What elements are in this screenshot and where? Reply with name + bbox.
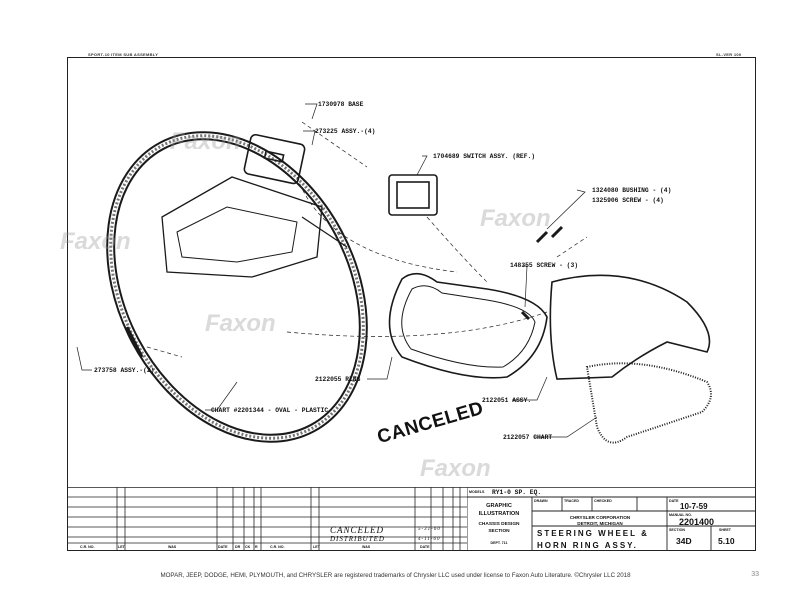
date-label: DATE	[669, 499, 679, 503]
drawn-label: DRAWN	[534, 499, 548, 503]
horn-chart-cover	[585, 362, 712, 444]
revision-grid	[67, 487, 467, 551]
base-plate	[243, 133, 306, 185]
callout-base: 1730978 BASE	[318, 101, 364, 108]
callout-chart-wheel: CHART #2201344 - OVAL - PLASTIC	[211, 407, 329, 414]
revision-was: CANCELED	[330, 525, 385, 535]
chassis-design-section: CHASSIS DESIGN SECTION	[478, 522, 520, 534]
revision-date: 5-31-60	[418, 527, 441, 532]
section-label: SECTION	[669, 528, 685, 532]
callout-273758: 273758 ASSY.-(2)	[94, 367, 155, 374]
models-label: MODELS	[469, 490, 485, 494]
callout-bushing: 1324080 BUSHING - (4)	[592, 187, 672, 194]
watermark: Faxon	[205, 310, 276, 337]
watermark: Faxon	[480, 205, 551, 232]
page-number: 33	[751, 571, 759, 578]
title-block-grid	[467, 487, 756, 551]
col-let: LET	[118, 545, 125, 549]
wheel-hub	[161, 176, 323, 278]
col-was: WAS	[168, 545, 177, 549]
header-left: SPORT-10 ITEM SUB ASSEMBLY	[88, 52, 159, 57]
col-cr-no: C.R. NO.	[80, 545, 95, 549]
col-r: R	[255, 545, 258, 549]
section-value: 34D	[676, 536, 692, 546]
callout-ring: 2122055 RING	[315, 376, 361, 383]
col-cr-no-2: C.R. NO.	[270, 545, 285, 549]
exploded-view-illustration	[76, 103, 712, 444]
col-ck: CK	[245, 545, 251, 549]
sheet-value: 5.10	[718, 536, 735, 546]
manual-label: MANUAL NO.	[669, 513, 692, 517]
sheet-label: SHEET	[719, 528, 731, 532]
graphic-illustration: GRAPHIC ILLUSTRATION	[478, 503, 520, 517]
models-value: RY1-0 SP. EQ.	[492, 489, 542, 496]
callout-2122051: 2122051 ASSY.	[482, 397, 532, 404]
revision-date: 4-11-60	[418, 537, 441, 542]
revision-was: DISTRIBUTED	[330, 535, 385, 543]
title-line-2: HORN RING ASSY.	[537, 541, 638, 550]
drawing-date: 10-7-59	[680, 502, 708, 511]
callout-switch: 1704689 SWITCH ASSY. (REF.)	[433, 153, 536, 160]
watermark: Faxon	[170, 128, 241, 155]
trademark-footer: MOPAR, JEEP, DODGE, HEMI, PLYMOUTH, and …	[160, 572, 631, 579]
callout-screw-148355: 148355 SCREW - (3)	[510, 262, 579, 269]
dept: DEPT. 711	[490, 541, 508, 545]
watermark: Faxon	[420, 455, 491, 482]
manual-number: 2201400	[679, 517, 715, 527]
callout-273225: 273225 ASSY.-(4)	[315, 128, 376, 135]
traced-label: TRACED	[564, 499, 579, 503]
horn-ring-assembly	[549, 274, 711, 380]
title-line-1: STEERING WHEEL &	[537, 529, 649, 538]
checked-label: CHECKED	[594, 499, 612, 503]
callout-chart-2122057: 2122057 CHART	[503, 434, 553, 441]
col-was-2: WAS	[362, 545, 371, 549]
header-right: SL-VER 100	[716, 52, 742, 57]
switch-assembly	[388, 174, 438, 216]
drawing-frame	[67, 57, 756, 551]
company: CHRYSLER CORPORATION	[569, 515, 631, 520]
col-date: DATE	[218, 545, 228, 549]
col-let-2: LET	[313, 545, 320, 549]
col-date-2: DATE	[420, 545, 430, 549]
col-dr: DR	[235, 545, 241, 549]
callout-screw-1325906: 1325906 SCREW - (4)	[592, 197, 664, 204]
company-city: DETROIT, MICHIGAN	[577, 521, 623, 526]
watermark: Faxon	[60, 228, 131, 255]
horn-ring	[388, 272, 548, 379]
